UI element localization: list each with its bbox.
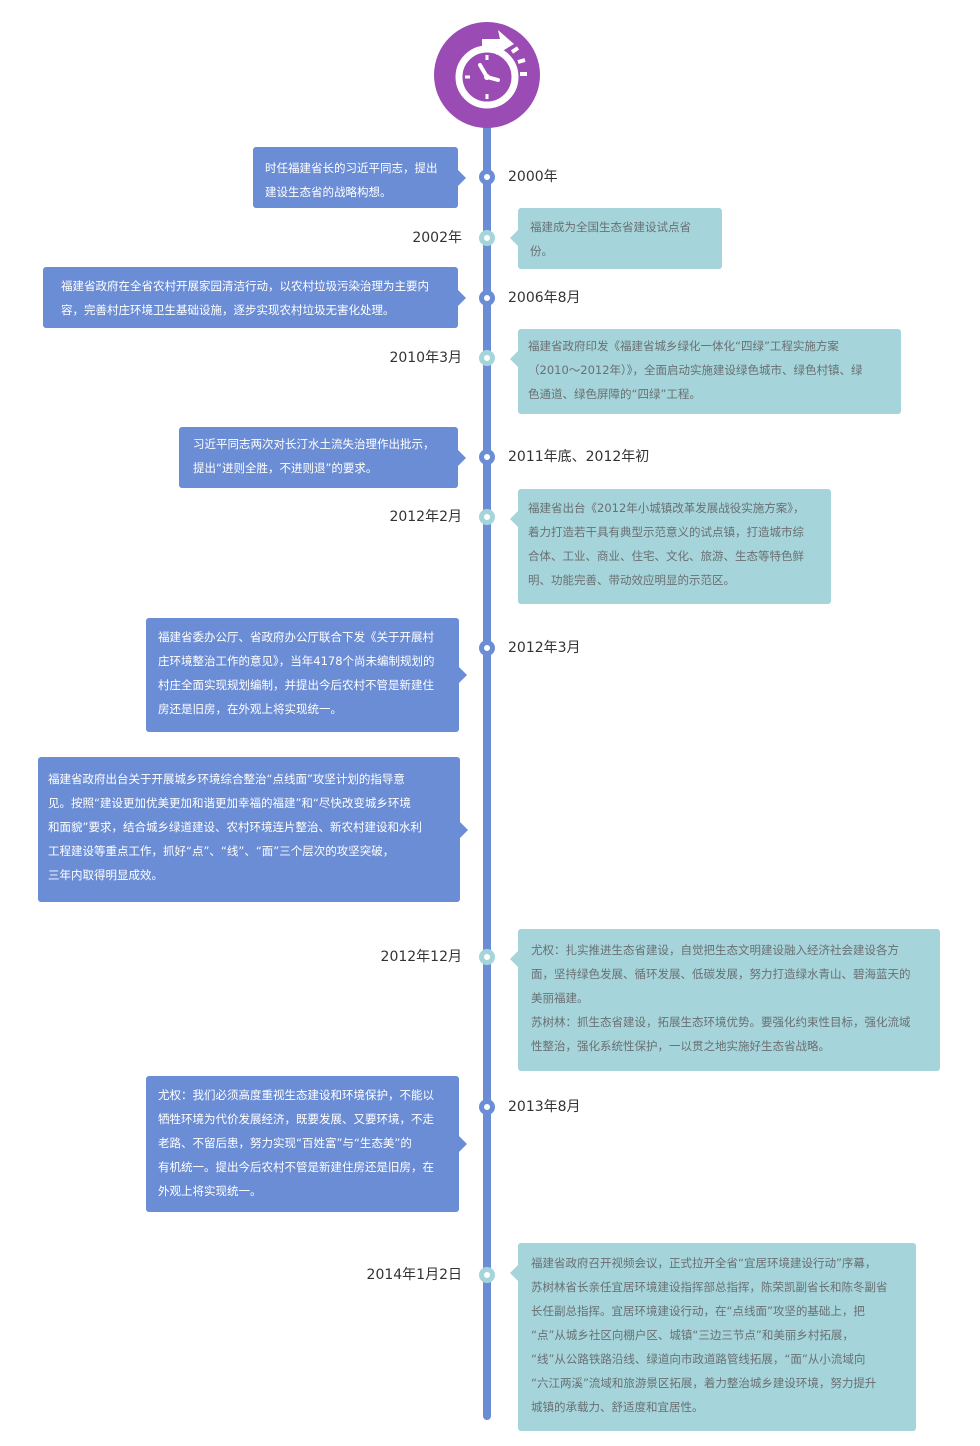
event-card: 福建省委办公厅、省政府办公厅联合下发《关于开展村 庄环境整治工作的意见》，当年4…: [146, 618, 467, 732]
event-date: 2012年3月: [508, 640, 581, 656]
timeline-spine: [483, 120, 491, 1420]
event-date: 2014年1月2日: [366, 1267, 462, 1283]
event-card: 时任福建省长的习近平同志，提出 建设生态省的战略构想。: [253, 147, 466, 208]
event-date: 2012年2月: [389, 509, 462, 525]
timeline-node: [479, 290, 495, 306]
event-card: 福建省政府在全省农村开展家园清洁行动，以农村垃圾污染治理为主要内 容，完善村庄环…: [43, 267, 466, 328]
timeline-node: [479, 509, 495, 525]
event-card: 福建省政府印发《福建省城乡绿化一体化“四绿”工程实施方案 （2010～2012年…: [510, 329, 901, 414]
clock-refresh-icon: [434, 22, 540, 128]
timeline-node: [479, 1099, 495, 1115]
timeline-node: [479, 230, 495, 246]
timeline-node: [479, 350, 495, 366]
event-card: 尤权：扎实推进生态省建设，自觉把生态文明建设融入经济社会建设各方 面，坚持绿色发…: [510, 929, 940, 1071]
event-card: 尤权：我们必须高度重视生态建设和环境保护，不能以 牺牲环境为代价发展经济，既要发…: [146, 1076, 467, 1212]
event-card: 福建成为全国生态省建设试点省份。: [510, 208, 722, 269]
event-card: 福建省政府出台关于开展城乡环境综合整治“点线面”攻坚计划的指导意 见。按照“建设…: [38, 757, 468, 902]
event-date: 2013年8月: [508, 1099, 581, 1115]
timeline-node: [479, 640, 495, 656]
event-card: 习近平同志两次对长汀水土流失治理作出批示， 提出“进则全胜，不进则退”的要求。: [179, 427, 466, 488]
event-card: 福建省政府召开视频会议，正式拉开全省“宜居环境建设行动”序幕， 苏树林省长亲任宜…: [510, 1243, 916, 1431]
event-date: 2006年8月: [508, 290, 581, 306]
event-date: 2000年: [508, 169, 558, 185]
timeline-node: [479, 1267, 495, 1283]
timeline-node: [479, 449, 495, 465]
event-date: 2002年: [412, 230, 462, 246]
timeline-node: [479, 169, 495, 185]
event-card: 福建省出台《2012年小城镇改革发展战役实施方案》， 着力打造若干具有典型示范意…: [510, 489, 831, 604]
timeline-node: [479, 949, 495, 965]
event-date: 2011年底、2012年初: [508, 449, 650, 465]
event-date: 2010年3月: [389, 350, 462, 366]
event-date: 2012年12月: [380, 949, 462, 965]
